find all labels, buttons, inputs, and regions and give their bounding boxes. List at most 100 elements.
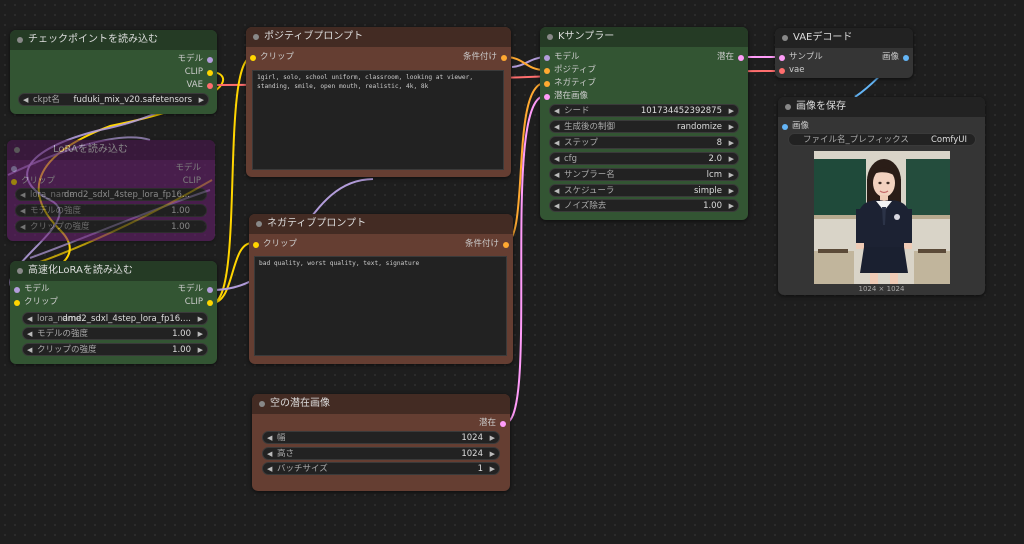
io-model[interactable]: モデルモデル [10,283,217,296]
arrow-left-icon[interactable]: ◀ [554,139,560,147]
arrow-right-icon[interactable]: ▶ [489,434,495,442]
model-socket-icon[interactable] [11,165,17,172]
arrow-right-icon[interactable]: ▶ [728,155,734,163]
io-samples[interactable]: サンプル画像 [775,51,913,64]
io-model[interactable]: モデル [7,162,215,175]
arrow-left-icon[interactable]: ◀ [554,155,560,163]
collapse-dot-icon[interactable] [785,104,791,110]
node-title[interactable]: 画像を保存 [778,97,985,117]
collapse-dot-icon[interactable] [14,147,20,153]
arrow-left-icon[interactable]: ◀ [267,450,273,458]
arrow-right-icon[interactable]: ▶ [728,107,734,115]
node-title[interactable]: 空の潜在画像 [252,394,510,414]
collapse-dot-icon[interactable] [256,221,262,227]
vae-in-socket-icon[interactable] [779,67,785,74]
arrow-left-icon[interactable]: ◀ [27,330,33,338]
collapse-dot-icon[interactable] [782,35,788,41]
io-row[interactable]: クリップ条件付け [246,51,511,64]
io-model[interactable]: モデル潜在 [540,51,748,64]
clip-out-socket-icon[interactable] [207,299,213,306]
arrow-right-icon[interactable]: ▶ [489,450,495,458]
samples-in-socket-icon[interactable] [779,54,785,61]
input-positive[interactable]: ポジティブ [540,64,748,77]
arrow-right-icon[interactable]: ▶ [197,330,203,338]
collapse-dot-icon[interactable] [259,401,265,407]
clip-in-socket-icon[interactable] [14,299,20,306]
arrow-left-icon[interactable]: ◀ [554,107,560,115]
vae-decode-node[interactable]: VAEデコード サンプル画像 vae [775,28,913,78]
positive-prompt-node[interactable]: ポジティブプロンプト クリップ条件付け 1girl, solo, school … [246,27,511,177]
conditioning-out-socket-icon[interactable] [501,54,507,61]
arrow-left-icon[interactable]: ◀ [20,191,26,199]
node-title[interactable]: VAEデコード [775,28,913,48]
image-out-socket-icon[interactable] [903,54,909,61]
arrow-right-icon[interactable]: ▶ [728,202,734,210]
arrow-right-icon[interactable]: ▶ [728,139,734,147]
node-title[interactable]: Kサンプラー [540,27,748,47]
checkpoint-loader-node[interactable]: チェックポイントを読み込む モデル CLIP VAE ◀ ckpt名 fuduk… [10,30,217,114]
collapse-dot-icon[interactable] [253,34,259,40]
latent-out-socket-icon[interactable] [738,54,744,61]
node-title[interactable]: ネガティブプロンプト [249,214,513,234]
negative-prompt-node[interactable]: ネガティブプロンプト クリップ条件付け bad quality, worst q… [249,214,513,364]
arrow-right-icon[interactable]: ▶ [197,315,203,323]
arrow-left-icon[interactable]: ◀ [20,207,26,215]
positive-prompt-text[interactable]: 1girl, solo, school uniform, classroom, … [252,70,504,170]
output-clip[interactable]: CLIP [10,66,217,79]
arrow-left-icon[interactable]: ◀ [267,434,273,442]
model-in-socket-icon[interactable] [544,54,550,61]
node-title[interactable]: LoRAを読み込む [7,140,215,160]
output-model[interactable]: モデル [10,53,217,66]
arrow-right-icon[interactable]: ▶ [198,96,204,104]
arrow-left-icon[interactable]: ◀ [20,223,26,231]
collapse-dot-icon[interactable] [547,34,553,40]
arrow-left-icon[interactable]: ◀ [554,187,560,195]
ckpt-name-combo[interactable]: ◀ ckpt名 fuduki_mix_v20.safetensors ▶ [18,93,209,106]
generated-image-preview[interactable] [814,151,950,284]
positive-in-socket-icon[interactable] [544,67,550,74]
clip-socket-icon[interactable] [11,178,17,185]
io-row[interactable]: クリップ条件付け [249,238,513,251]
model-out-socket-icon[interactable] [207,286,213,293]
model-socket-icon[interactable] [207,56,213,63]
model-in-socket-icon[interactable] [14,286,20,293]
arrow-left-icon[interactable]: ◀ [554,171,560,179]
latent-in-socket-icon[interactable] [544,93,550,100]
arrow-left-icon[interactable]: ◀ [27,315,33,323]
arrow-left-icon[interactable]: ◀ [27,346,33,354]
negative-in-socket-icon[interactable] [544,80,550,87]
input-images[interactable]: 画像 [778,120,985,133]
arrow-right-icon[interactable]: ▶ [728,171,734,179]
latent-out-socket-icon[interactable] [500,420,506,427]
arrow-left-icon[interactable]: ◀ [554,123,560,131]
node-title[interactable]: 高速化LoRAを読み込む [10,261,217,281]
negative-prompt-text[interactable]: bad quality, worst quality, text, signat… [254,256,507,356]
conditioning-out-socket-icon[interactable] [503,241,509,248]
clip-in-socket-icon[interactable] [253,241,259,248]
output-latent[interactable]: 潜在 [252,417,510,430]
arrow-right-icon[interactable]: ▶ [197,346,203,354]
arrow-right-icon[interactable]: ▶ [489,465,495,473]
input-latent[interactable]: 潜在画像 [540,90,748,103]
input-negative[interactable]: ネガティブ [540,77,748,90]
